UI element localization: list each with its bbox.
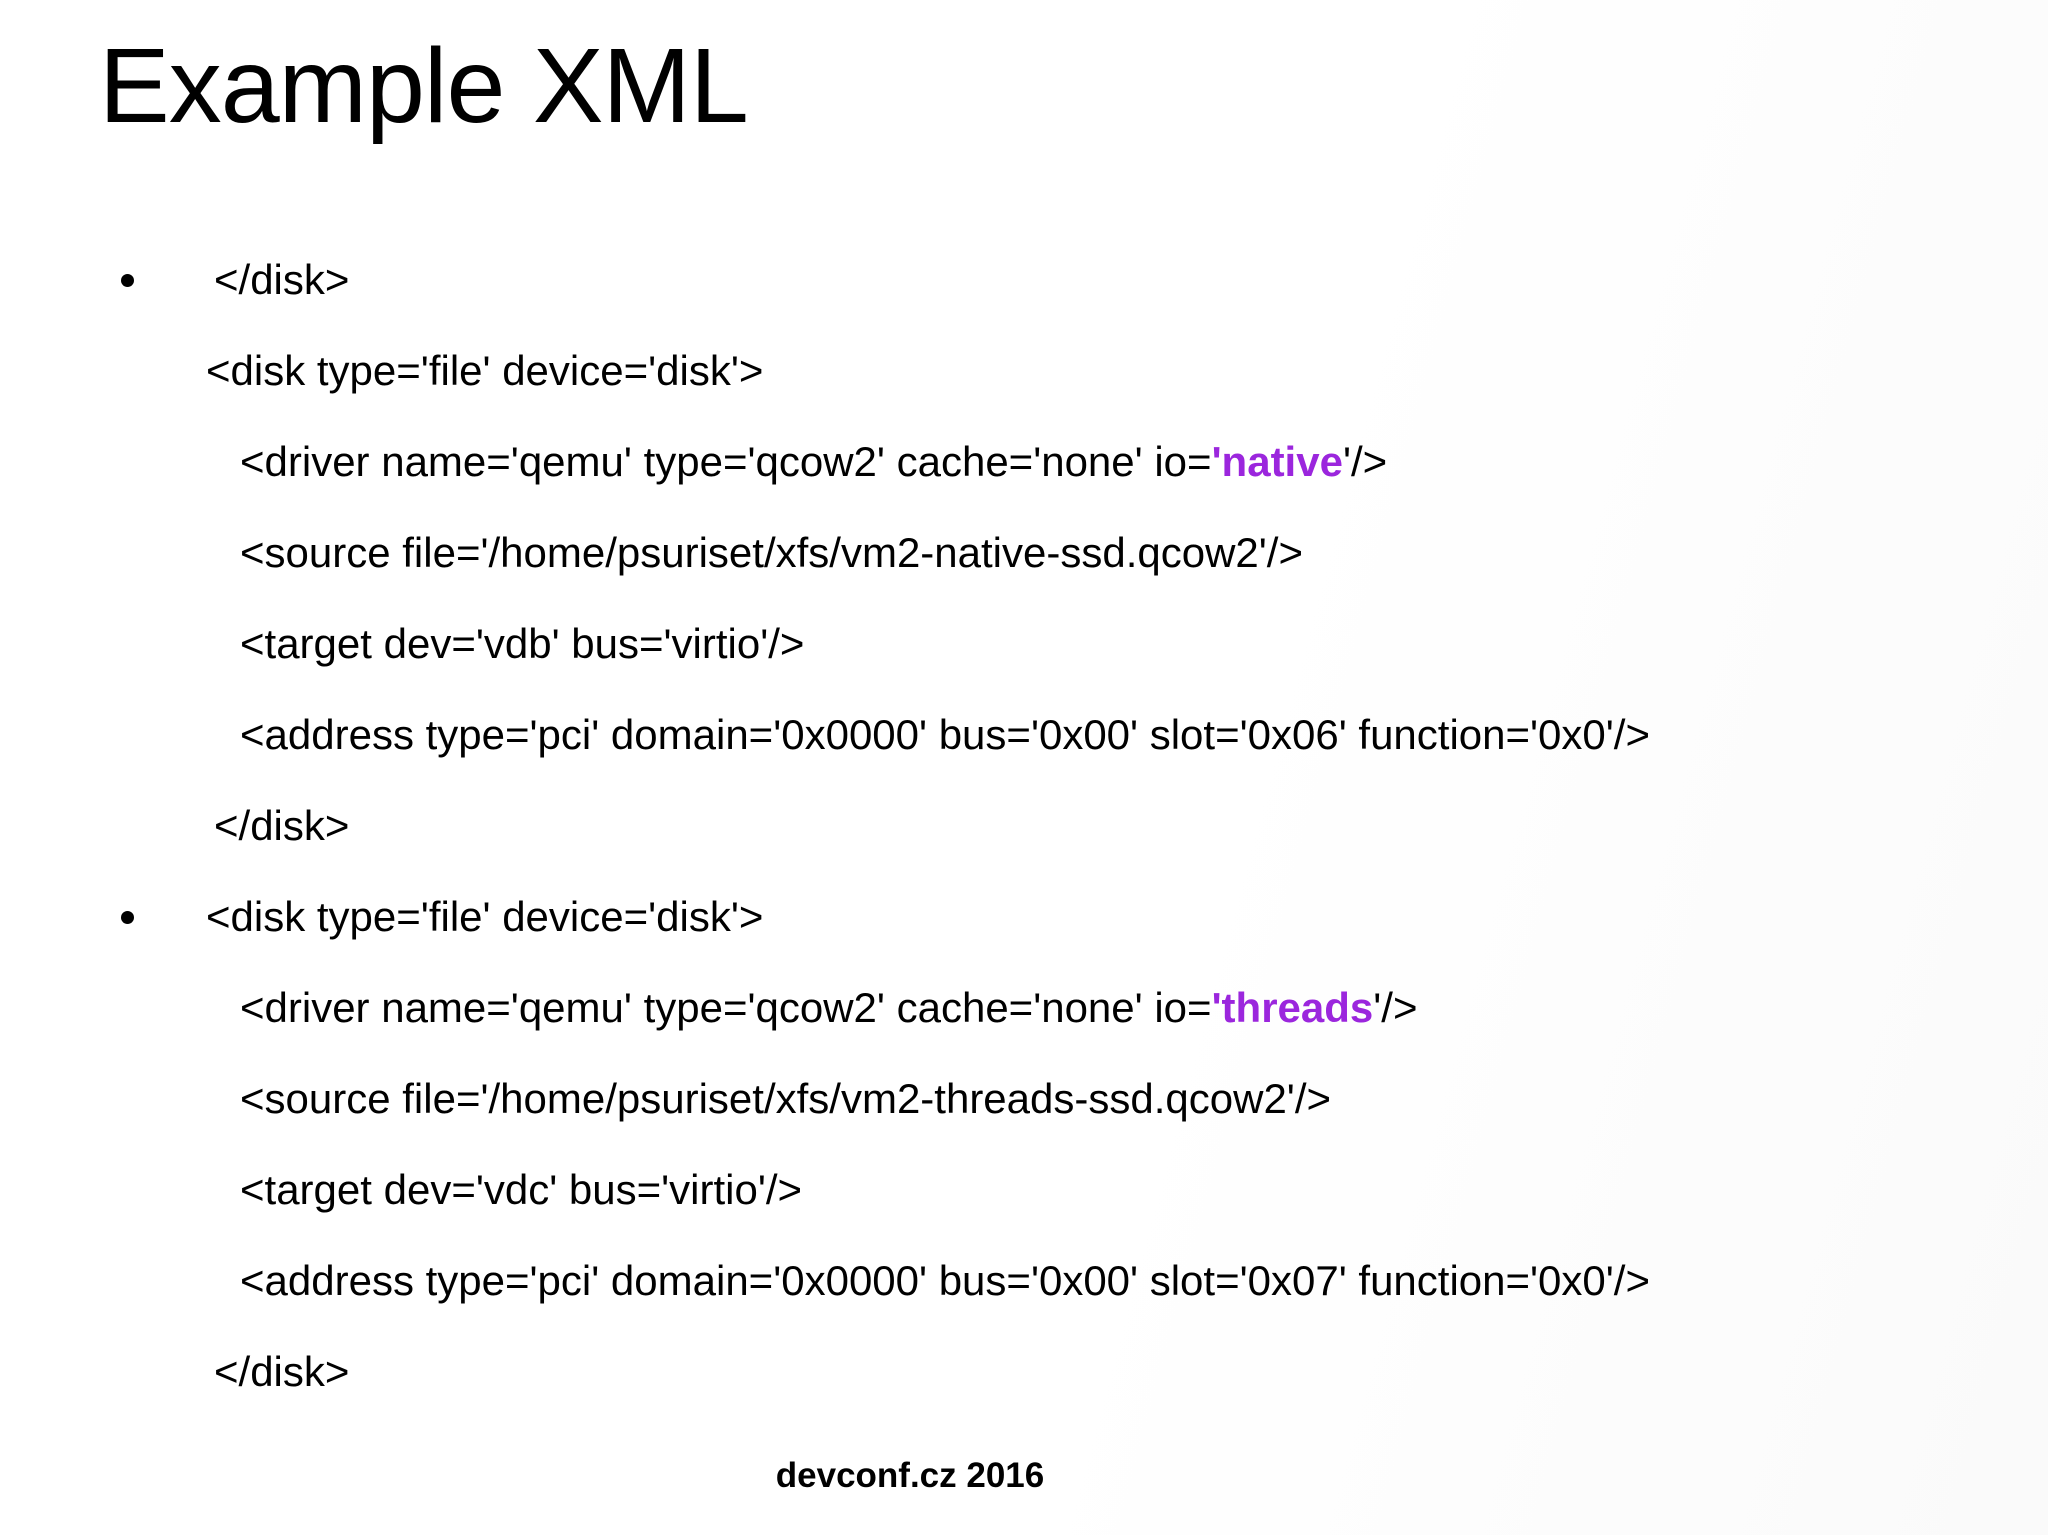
xml-code-line: <target dev='vdc' bus='virtio'/> <box>240 1169 802 1211</box>
xml-code-line: <address type='pci' domain='0x0000' bus=… <box>240 1260 1650 1302</box>
xml-code-line: <address type='pci' domain='0x0000' bus=… <box>240 714 1650 756</box>
xml-text: <address type='pci' domain='0x0000' bus=… <box>240 1257 1650 1304</box>
xml-text: <target dev='vdb' bus='virtio'/> <box>240 620 805 667</box>
xml-text: <address type='pci' domain='0x0000' bus=… <box>240 711 1650 758</box>
xml-text: </disk> <box>214 1348 350 1395</box>
xml-text: <disk type='file' device='disk'> <box>206 893 764 940</box>
xml-code-line: <target dev='vdb' bus='virtio'/> <box>240 623 804 665</box>
xml-code-line: <disk type='file' device='disk'> <box>206 350 763 392</box>
footer-text: devconf.cz 2016 <box>775 1456 1045 1495</box>
xml-code-line: </disk> <box>214 1351 349 1393</box>
page-title: Example XML <box>99 27 749 145</box>
io-mode-highlight: 'native <box>1211 438 1343 485</box>
xml-text: </disk> <box>214 256 350 303</box>
xml-text: </disk> <box>214 802 350 849</box>
xml-code-line: </disk> <box>214 805 349 847</box>
xml-code-line: <source file='/home/psuriset/xfs/vm2-thr… <box>240 1078 1331 1120</box>
xml-text: <target dev='vdc' bus='virtio'/> <box>240 1166 803 1213</box>
bullet-marker <box>121 911 134 924</box>
xml-code-line: <driver name='qemu' type='qcow2' cache='… <box>240 987 1418 1029</box>
xml-code-line: <disk type='file' device='disk'> <box>206 896 763 938</box>
xml-code-line: <driver name='qemu' type='qcow2' cache='… <box>240 441 1387 483</box>
bullet-marker <box>121 274 134 287</box>
xml-text: <disk type='file' device='disk'> <box>206 347 764 394</box>
io-mode-highlight: 'threads <box>1211 984 1374 1031</box>
xml-code-line: <source file='/home/psuriset/xfs/vm2-nat… <box>240 532 1303 574</box>
xml-text: <source file='/home/psuriset/xfs/vm2-thr… <box>240 1075 1332 1122</box>
xml-text: '/> <box>1342 438 1388 485</box>
xml-text: <driver name='qemu' type='qcow2' cache='… <box>240 984 1212 1031</box>
xml-text: '/> <box>1373 984 1418 1031</box>
xml-text: <source file='/home/psuriset/xfs/vm2-nat… <box>240 529 1304 576</box>
xml-code-line: </disk> <box>214 259 349 301</box>
xml-text: <driver name='qemu' type='qcow2' cache='… <box>240 438 1212 485</box>
